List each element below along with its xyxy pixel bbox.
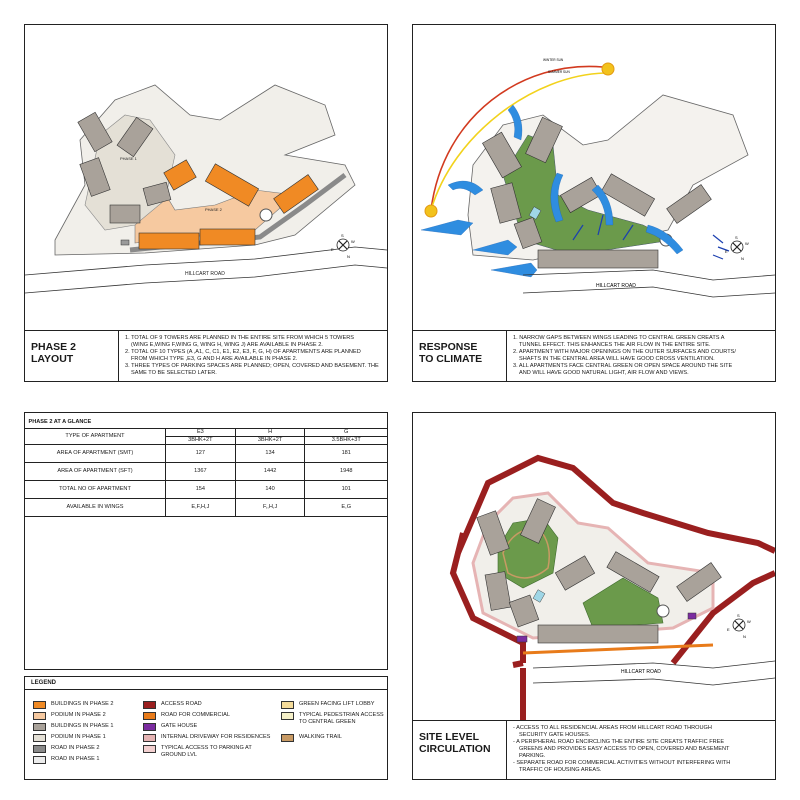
phase1-label: PHASE 1 [120, 156, 138, 161]
gate-house [516, 635, 528, 643]
legend-item: TYPICAL ACCESS TO PARKING AT GROUND LVL [143, 745, 263, 758]
legend: LEGEND BUILDINGS IN PHASE 2 PODIUM IN PH… [24, 676, 388, 780]
legend-item: BUILDINGS IN PHASE 1 [33, 723, 113, 731]
summer-sun-label: SUMMER SUN [548, 70, 570, 74]
phase1-building [109, 204, 141, 224]
type-h: H [234, 427, 306, 437]
svg-text:E: E [331, 247, 334, 252]
config-e3: 3BHK+2T [165, 435, 236, 445]
legend-item: ROAD IN PHASE 2 [33, 745, 100, 753]
phase2-building [204, 163, 260, 207]
legend-item: ACCESS ROAD [143, 701, 202, 709]
climate-title: RESPONSE TO CLIMATE [413, 331, 507, 381]
svg-text:W: W [351, 239, 355, 244]
phase2-building [163, 159, 197, 191]
svg-text:S: S [341, 233, 344, 238]
building [666, 184, 712, 224]
type-label: TYPE OF APARTMENT [24, 427, 166, 445]
phase2-notes: 1. TOTAL OF 9 TOWERS ARE PLANNED IN THE … [125, 335, 379, 376]
config-g: 3.5BHK+3T [304, 435, 388, 445]
sun-icon [424, 204, 438, 218]
config-h: 3BHK+2T [234, 435, 306, 445]
compass-icon: S W E N [727, 613, 751, 639]
svg-text:W: W [745, 241, 749, 246]
gate-house [687, 612, 697, 620]
building [484, 571, 512, 611]
phase1-building [116, 116, 154, 158]
building [482, 131, 522, 179]
legend-item: TYPICAL PEDESTRIAN ACCESS TO CENTRAL GRE… [281, 712, 385, 725]
glance-title: PHASE 2 AT A GLANCE [28, 418, 92, 425]
legend-item: ROAD FOR COMMERCIAL [143, 712, 230, 720]
phase2-caption: PHASE 2 LAYOUT 1. TOTAL OF 9 TOWERS ARE … [25, 330, 387, 381]
legend-item: ROAD IN PHASE 1 [33, 756, 100, 764]
legend-item: INTERNAL DRIVEWAY FOR RESIDENCES [143, 734, 270, 742]
legend-item: WALKING TRAIL [281, 734, 342, 742]
glance-table: PHASE 2 AT A GLANCE TYPE OF APARTMENT E3… [24, 416, 388, 517]
phase1-building [142, 181, 172, 207]
climate-caption: RESPONSE TO CLIMATE 1. NARROW GAPS BETWE… [413, 330, 775, 381]
phase2-building [199, 228, 256, 246]
sun-icon [601, 62, 615, 76]
circulation-notes: - ACCESS TO ALL RESIDENCIAL AREAS FROM H… [513, 725, 731, 773]
phase1-building [79, 157, 111, 197]
building [537, 249, 659, 269]
building [537, 624, 659, 644]
svg-text:W: W [747, 619, 751, 624]
building [525, 116, 563, 164]
winter-sun-label: WINTER SUN [543, 58, 564, 62]
svg-text:N: N [743, 634, 746, 639]
svg-text:E: E [725, 249, 728, 254]
legend-item: GREEN FACING LIFT LOBBY [281, 701, 374, 709]
circulation-caption: SITE LEVEL CIRCULATION - ACCESS TO ALL R… [413, 720, 775, 779]
legend-item: GATE HOUSE [143, 723, 197, 731]
climate-panel: WINTER SUN SUMMER SUN [412, 24, 776, 382]
phase2-layout-panel: PHASE 1 PHASE 2 HILLCART ROAD S W E N PH… [24, 24, 388, 382]
svg-text:S: S [737, 613, 740, 618]
type-g: G [304, 427, 388, 437]
phase1-building [77, 111, 113, 153]
circulation-site-plan: HILLCART ROAD S W E N [449, 454, 775, 721]
phase2-title: PHASE 2 LAYOUT [25, 331, 119, 381]
phase2-building [273, 174, 319, 214]
breeze-arrows [572, 214, 730, 260]
walking-trail [502, 527, 550, 579]
building [513, 216, 543, 250]
legend-item: PODIUM IN PHASE 2 [33, 712, 106, 720]
building [676, 562, 722, 602]
climate-site-plan: WINTER SUN SUMMER SUN [420, 58, 775, 298]
type-e3: E3 [165, 427, 236, 437]
building [606, 551, 660, 593]
compass-icon: S W E N [331, 233, 355, 259]
svg-text:N: N [741, 256, 744, 261]
building [554, 555, 596, 591]
building [520, 498, 556, 544]
phase2-site-plan: PHASE 1 PHASE 2 HILLCART ROAD S W E N [25, 84, 387, 294]
hillcart-road-label: HILLCART ROAD [621, 669, 661, 675]
svg-text:N: N [347, 254, 350, 259]
legend-title: LEGEND [25, 677, 387, 690]
legend-item: BUILDINGS IN PHASE 2 [33, 701, 113, 709]
building [508, 594, 540, 628]
hillcart-road-label: HILLCART ROAD [185, 271, 225, 277]
climate-notes: 1. NARROW GAPS BETWEEN WINGS LEADING TO … [513, 335, 736, 376]
compass-icon: S W E N [725, 235, 749, 261]
circulation-title: SITE LEVEL CIRCULATION [413, 721, 507, 779]
svg-text:E: E [727, 627, 730, 632]
circulation-panel: HILLCART ROAD S W E N SITE LEVEL CIRCULA… [412, 412, 776, 780]
wind-arrows [420, 104, 684, 278]
building [600, 173, 656, 217]
building [490, 182, 522, 224]
svg-text:S: S [735, 235, 738, 240]
building [476, 510, 510, 556]
legend-item: PODIUM IN PHASE 1 [33, 734, 106, 742]
phase2-building [138, 232, 200, 250]
hillcart-road-label: HILLCART ROAD [596, 283, 636, 289]
phase2-label: PHASE 2 [205, 207, 223, 212]
